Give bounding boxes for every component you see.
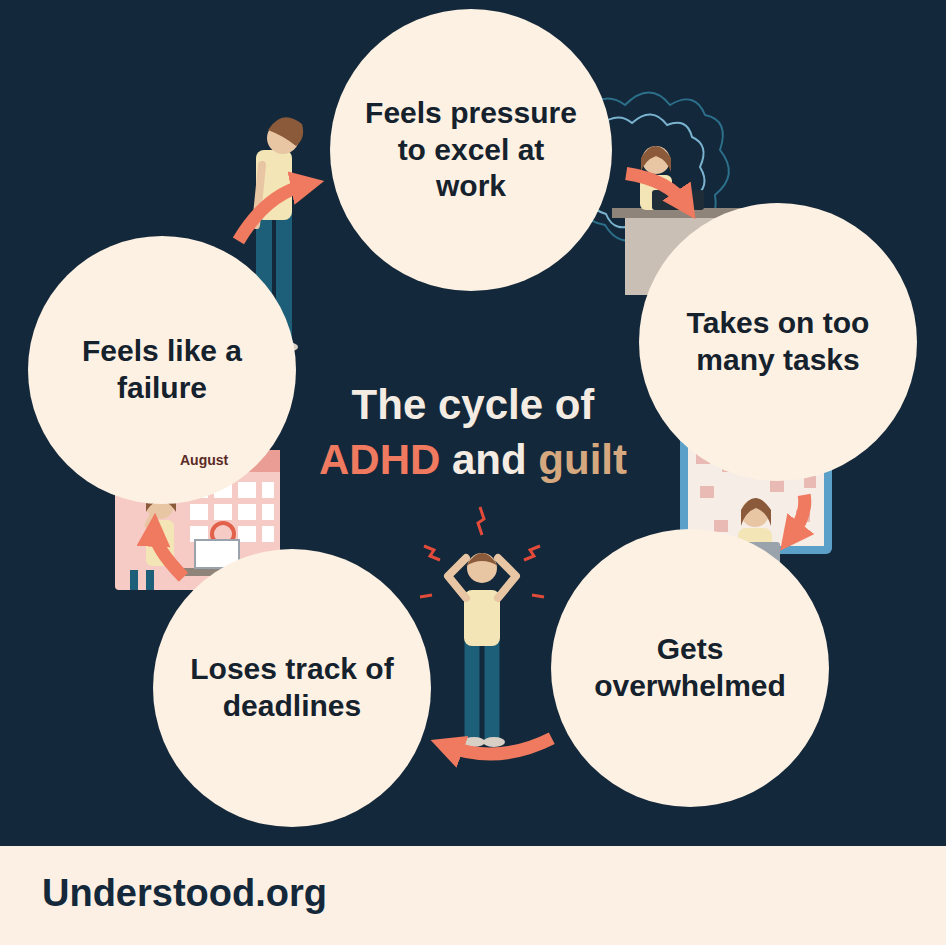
brand-name: Understood.org bbox=[42, 872, 327, 915]
cycle-arrow bbox=[447, 738, 552, 754]
cycle-circle: Feels like a failure bbox=[28, 236, 296, 504]
step-text: Feels like a failure bbox=[62, 333, 262, 406]
step-text: Feels pressure to excel at work bbox=[361, 95, 581, 205]
cycle-circle: Feels pressure to excel at work bbox=[330, 9, 612, 291]
diagram-title: The cycle of ADHD and guilt bbox=[319, 378, 627, 487]
cycle-circle: Takes on too many tasks bbox=[639, 203, 917, 481]
cycle-circle: Loses track of deadlines bbox=[153, 549, 431, 827]
cycle-arrow bbox=[791, 495, 805, 537]
step-text: Takes on too many tasks bbox=[668, 305, 888, 378]
cycle-arrow bbox=[154, 530, 183, 578]
step-text: Loses track of deadlines bbox=[182, 651, 402, 724]
step-text: Gets overwhelmed bbox=[585, 631, 795, 704]
calendar-month: August bbox=[180, 452, 228, 468]
cycle-circle: Gets overwhelmed bbox=[551, 529, 829, 807]
cycle-arrow bbox=[238, 185, 307, 241]
stressed-person bbox=[420, 507, 544, 747]
cycle-arrow bbox=[626, 174, 686, 206]
